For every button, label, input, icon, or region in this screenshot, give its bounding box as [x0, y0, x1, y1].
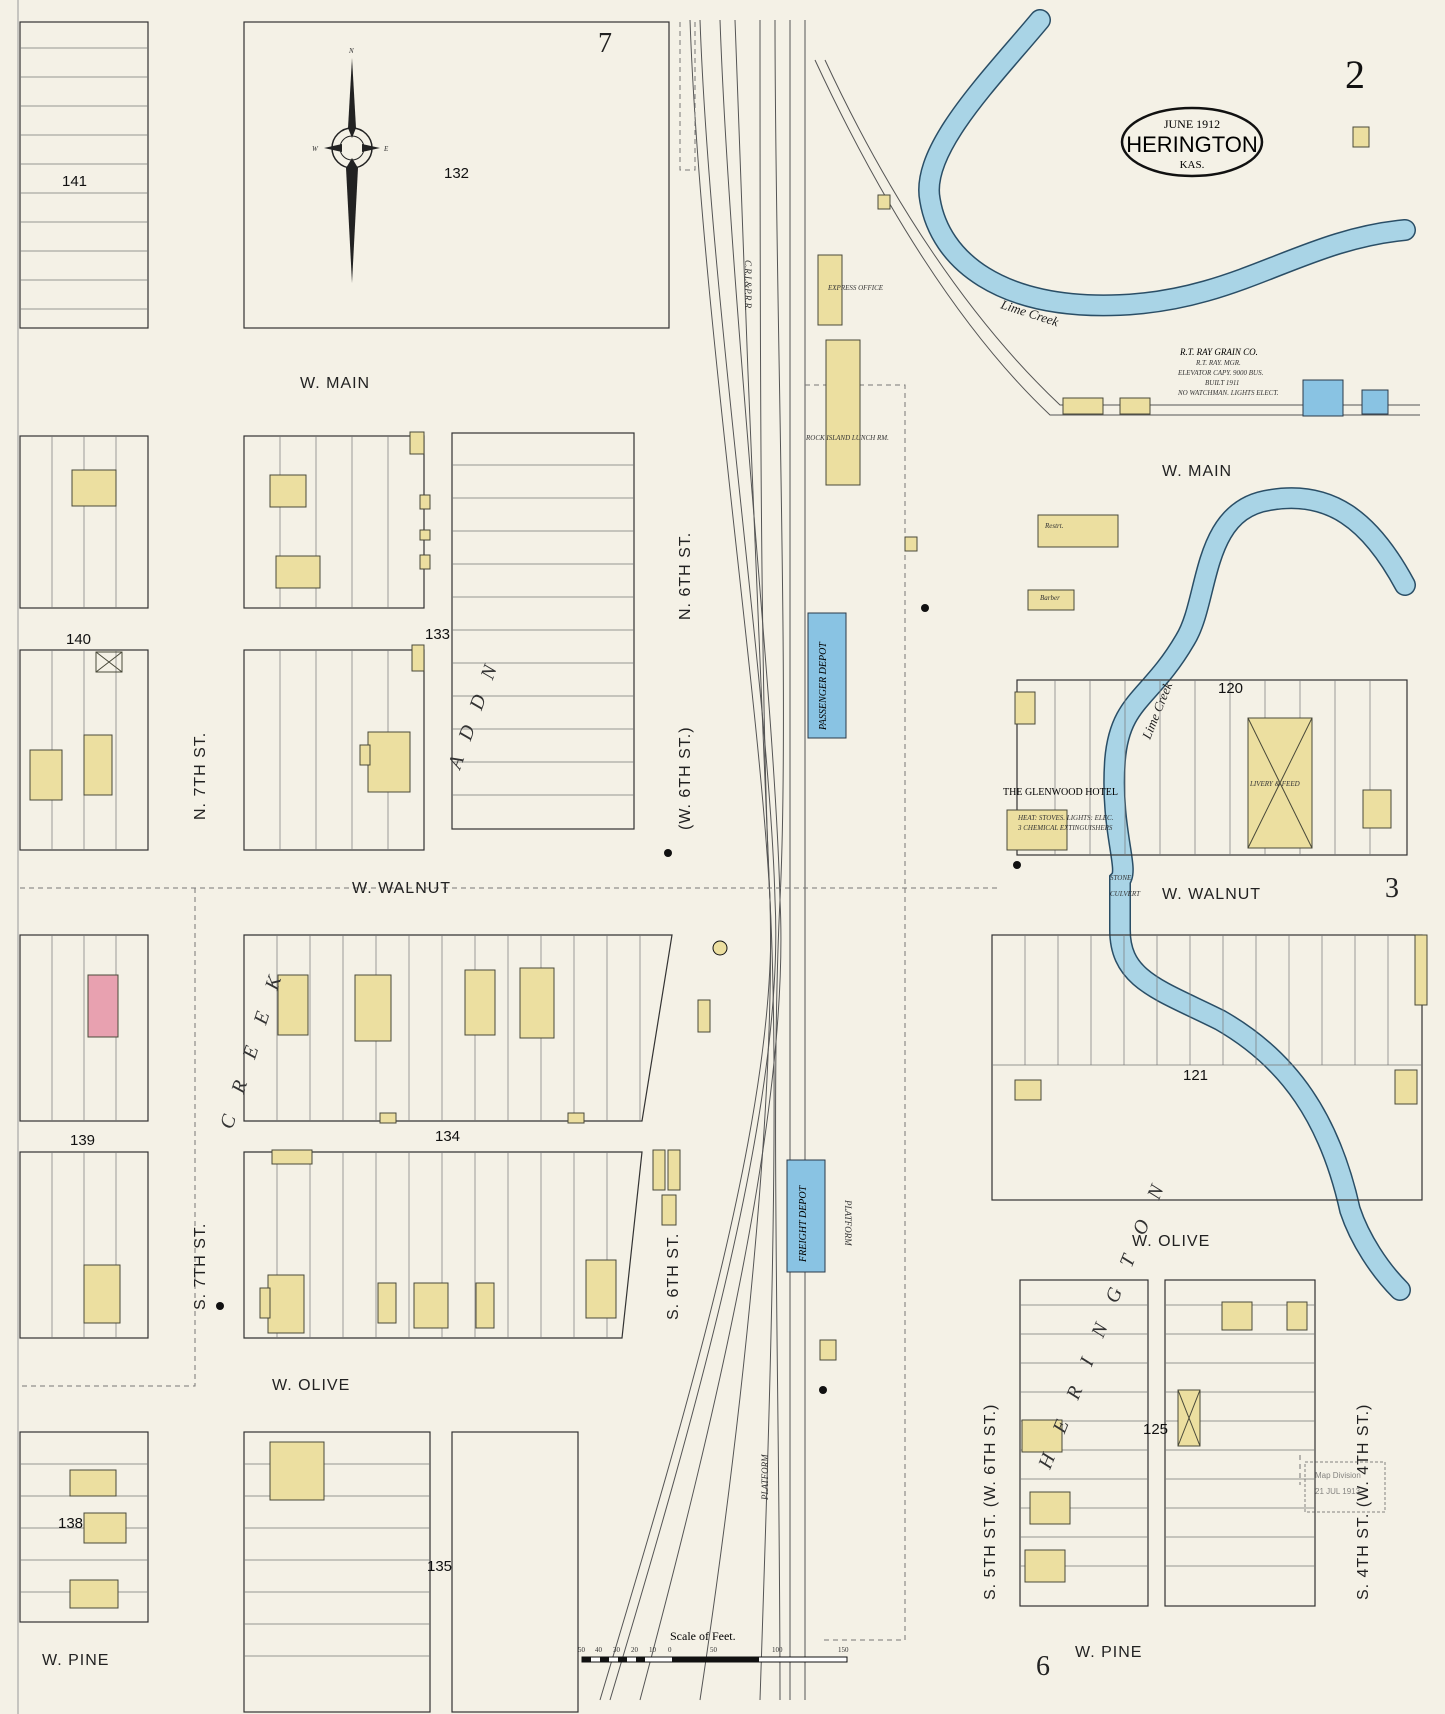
platform-label-2: PLATFORM	[760, 1454, 770, 1501]
street-w-olive-left: W. OLIVE	[272, 1377, 350, 1394]
scale-label: Scale of Feet.	[670, 1629, 736, 1643]
cartouche-state: KAS.	[1180, 159, 1205, 171]
passenger-depot-building	[807, 612, 847, 739]
cartouche-town: HERINGTON	[1126, 132, 1258, 157]
passenger-depot-label: PASSENGER DEPOT	[818, 641, 829, 731]
block-number: 120	[1218, 680, 1243, 697]
scale-of-feet: Scale of Feet. 50 40 30 20 10 0 50 100 1…	[578, 1629, 849, 1663]
street-w-walnut-right: W. WALNUT	[1162, 886, 1261, 903]
street-w-main-right: W. MAIN	[1162, 463, 1232, 480]
block-number: 141	[62, 173, 87, 190]
adjoining-sheet-bottom: 6	[1036, 1651, 1050, 1682]
street-s-5th: S. 5TH ST. (W. 6TH ST.)	[982, 1404, 999, 1600]
scale-tick: 150	[838, 1646, 849, 1654]
block-number: 133	[425, 626, 450, 643]
lime-creek: Lime Creek Lime Creek	[918, 9, 1416, 1301]
elevator-notes: NO WATCHMAN. LIGHTS ELECT.	[1177, 389, 1279, 397]
street-s-6th: S. 6TH ST.	[665, 1233, 682, 1320]
scale-tick: 20	[631, 1646, 639, 1654]
restaurant-label: Restrt.	[1044, 522, 1064, 530]
street-s-7th: S. 7TH ST.	[192, 1223, 209, 1310]
block-number: 125	[1143, 1421, 1168, 1438]
street-w-6th: (W. 6TH ST.)	[677, 726, 694, 830]
barber-label: Barber	[1040, 594, 1060, 602]
livery-label: LIVERY & FEED	[1249, 780, 1300, 788]
street-w-walnut-left: W. WALNUT	[352, 880, 451, 897]
scale-tick: 0	[668, 1646, 672, 1654]
street-n-7th: N. 7TH ST.	[192, 732, 209, 820]
street-n-6th: N. 6TH ST.	[677, 532, 694, 620]
platform-label: PLATFORM	[843, 1199, 853, 1246]
block-number: 121	[1183, 1067, 1208, 1084]
block-number: 135	[427, 1558, 452, 1575]
scale-tick: 40	[595, 1646, 603, 1654]
scale-tick: 100	[772, 1646, 783, 1654]
street-w-pine-left: W. PINE	[42, 1652, 109, 1669]
street-s-4th: S. 4TH ST. (W. 4TH ST.)	[1355, 1404, 1372, 1600]
grain-co-label: R.T. RAY GRAIN CO.	[1179, 347, 1258, 357]
railroad-label: C.R.I.&P.R.R.	[743, 260, 753, 310]
stamp-line1: Map Division	[1315, 1471, 1361, 1480]
brick-dwelling	[87, 974, 119, 1038]
svg-text:N: N	[348, 47, 354, 55]
stamp-line2: 21 JUL 1913	[1315, 1487, 1361, 1496]
block-number: 132	[444, 165, 469, 182]
sheet-number: 2	[1345, 52, 1365, 97]
scale-tick: 50	[710, 1646, 718, 1654]
freight-depot-building	[786, 1159, 826, 1273]
svg-text:W: W	[312, 145, 319, 153]
block-number: 138	[58, 1515, 83, 1532]
railroad-tracks	[599, 19, 1420, 1701]
scale-tick: 50	[578, 1646, 586, 1654]
title-cartouche: JUNE 1912 HERINGTON KAS.	[1120, 106, 1264, 178]
lunch-room-label: ROCK ISLAND LUNCH RM.	[805, 434, 889, 442]
addition-label: ADDN	[443, 645, 508, 773]
street-w-olive-right: W. OLIVE	[1132, 1233, 1210, 1250]
culvert-label-1: STONE	[1110, 874, 1132, 882]
scale-tick: 10	[649, 1646, 657, 1654]
glenwood-hotel-label: THE GLENWOOD HOTEL	[1003, 787, 1118, 798]
compass-rose: N W E	[312, 47, 389, 283]
block-number: 140	[66, 631, 91, 648]
hotel-notes: HEAT: STOVES. LIGHTS: ELEC.	[1017, 814, 1114, 822]
built-label: BUILT 1911	[1205, 379, 1239, 387]
street-w-pine-right: W. PINE	[1075, 1644, 1142, 1661]
block-number: 139	[70, 1132, 95, 1149]
adjoining-sheet-right: 3	[1385, 873, 1399, 904]
express-office-label: EXPRESS OFFICE	[827, 284, 884, 292]
hotel-notes-2: 3 CHEMICAL EXTINGUISHERS	[1017, 824, 1113, 832]
freight-depot-label: FREIGHT DEPOT	[798, 1184, 809, 1263]
block-number: 134	[435, 1128, 460, 1145]
library-stamp: Map Division 21 JUL 1913	[1304, 1461, 1386, 1513]
cartouche-date: JUNE 1912	[1164, 117, 1220, 131]
adjoining-sheet-top: 7	[598, 28, 612, 59]
street-w-main-left: W. MAIN	[300, 375, 370, 392]
svg-text:E: E	[383, 145, 389, 153]
grain-mgr-label: R.T. RAY. MGR.	[1195, 359, 1241, 367]
scale-tick: 30	[613, 1646, 621, 1654]
elevator-label: ELEVATOR CAPY. 9000 BUS.	[1177, 369, 1264, 377]
addition-label: CREEK	[216, 950, 294, 1131]
culvert-label-2: CULVERT	[1110, 890, 1141, 898]
